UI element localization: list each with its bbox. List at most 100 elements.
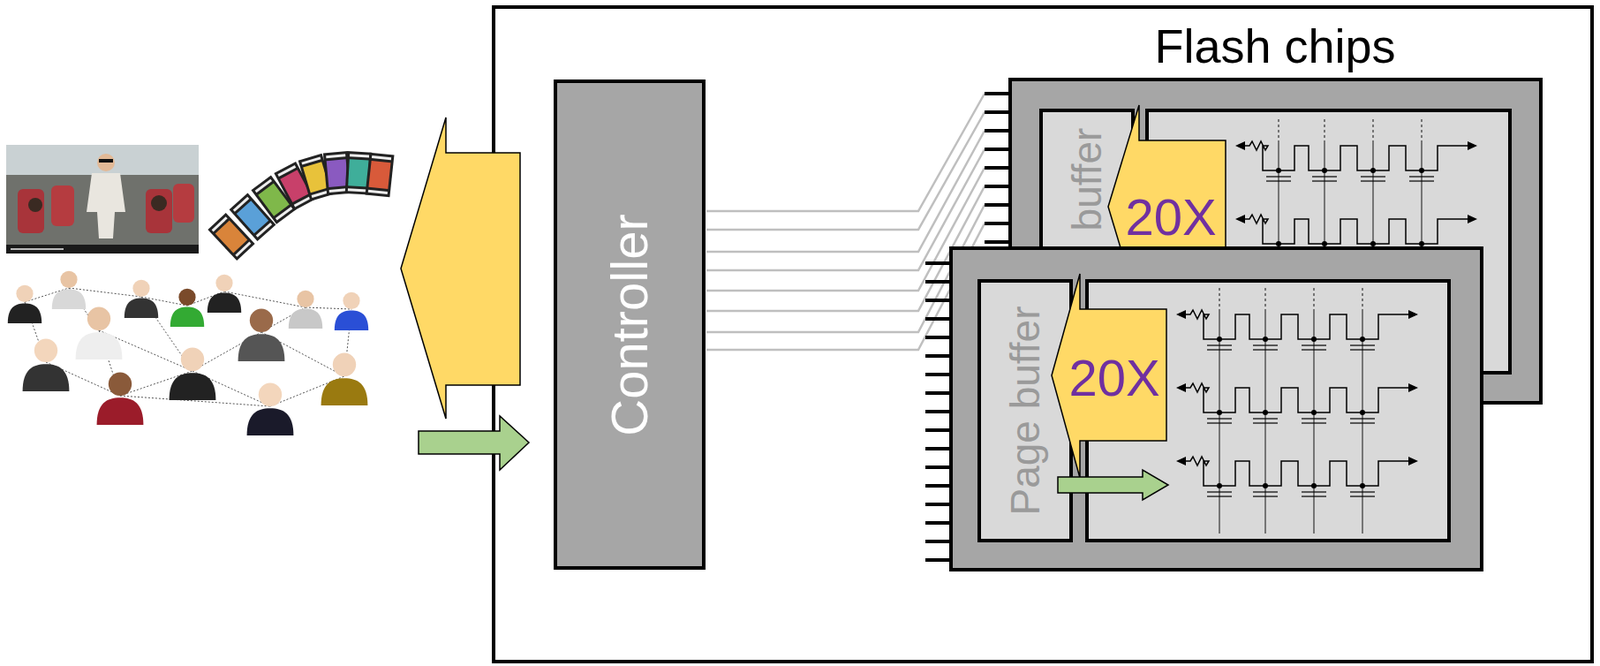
read-arrow bbox=[1051, 273, 1167, 478]
dancer-body bbox=[86, 173, 126, 239]
chip-pin bbox=[925, 428, 951, 432]
channel-wire bbox=[706, 186, 985, 311]
arrow-head bbox=[1467, 141, 1478, 151]
bit-line bbox=[1323, 119, 1325, 141]
person-icon bbox=[22, 339, 70, 392]
junction-dot bbox=[1311, 483, 1317, 489]
word-line bbox=[1235, 141, 1478, 182]
word-line bbox=[1176, 383, 1419, 423]
bit-line bbox=[1420, 119, 1422, 141]
chip-pin bbox=[984, 221, 1011, 226]
box-label: buffer bbox=[1064, 128, 1111, 232]
bus-seat bbox=[17, 188, 45, 234]
person-head bbox=[249, 309, 273, 333]
gate-line bbox=[1252, 417, 1278, 419]
person-icon bbox=[124, 279, 159, 318]
network-link bbox=[305, 307, 352, 310]
write-arrow bbox=[418, 415, 529, 470]
channel-wire bbox=[706, 130, 985, 252]
person-head bbox=[296, 290, 314, 308]
film-frame bbox=[365, 152, 395, 198]
junction-dot bbox=[1262, 336, 1268, 342]
person-head bbox=[215, 274, 233, 292]
person-body bbox=[321, 377, 369, 406]
chip-pin bbox=[925, 354, 951, 358]
person-icon bbox=[207, 274, 242, 313]
chip-pin bbox=[925, 558, 951, 562]
channel-wires bbox=[706, 93, 985, 350]
person-head bbox=[87, 307, 111, 331]
sprocket-holes bbox=[211, 216, 228, 232]
gate-line bbox=[1301, 417, 1327, 419]
chip-package bbox=[950, 248, 1482, 570]
sprocket-holes bbox=[233, 196, 250, 212]
chip-pin bbox=[925, 391, 951, 395]
bit-line bbox=[1218, 287, 1220, 310]
person-head bbox=[181, 347, 204, 371]
bus-window bbox=[6, 144, 199, 175]
person-head bbox=[15, 285, 33, 302]
junction-dot bbox=[1359, 409, 1366, 416]
channel-wire bbox=[706, 223, 985, 350]
gate-line bbox=[1207, 344, 1232, 346]
gate-line bbox=[1301, 422, 1327, 423]
person-body bbox=[288, 309, 323, 329]
person-icon bbox=[52, 271, 86, 310]
junction-dot bbox=[1321, 167, 1328, 174]
page-buffer-panel bbox=[979, 280, 1072, 541]
gate-line bbox=[1266, 180, 1291, 182]
arrow-head bbox=[1235, 214, 1246, 224]
video-progress bbox=[10, 248, 64, 250]
gate-line bbox=[1350, 417, 1375, 419]
arrow-head bbox=[1176, 456, 1186, 466]
bit-line bbox=[1218, 309, 1220, 534]
person-head bbox=[34, 339, 58, 363]
bit-line bbox=[1277, 119, 1279, 141]
chip-pin bbox=[984, 166, 1011, 170]
ratio-label: 20X bbox=[1068, 348, 1160, 408]
person-body bbox=[7, 303, 42, 324]
chip-pin bbox=[984, 128, 1011, 133]
person-icon bbox=[334, 292, 369, 331]
channel-wire bbox=[706, 93, 985, 212]
person-body bbox=[169, 372, 217, 400]
box-label: Page buffer bbox=[1002, 305, 1050, 515]
dancer-glasses bbox=[98, 158, 114, 163]
person-body bbox=[207, 293, 242, 313]
channel-wire bbox=[706, 149, 985, 271]
person-icon bbox=[75, 307, 123, 360]
video-frame bbox=[6, 144, 199, 254]
arrow-head bbox=[1408, 309, 1419, 319]
gate-line bbox=[1266, 175, 1291, 177]
gate-line bbox=[1252, 490, 1278, 492]
sprocket-holes bbox=[325, 153, 346, 159]
write-arrow bbox=[1057, 469, 1169, 500]
junction-dot bbox=[1311, 336, 1317, 342]
person-body bbox=[238, 333, 286, 362]
dancer-head bbox=[97, 153, 115, 172]
gate-line bbox=[1252, 495, 1278, 497]
word-line-wire bbox=[1244, 214, 1469, 244]
chip-pin bbox=[984, 110, 1011, 114]
gate-line bbox=[1350, 344, 1375, 346]
junction-dot bbox=[1216, 483, 1223, 489]
junction-dot bbox=[1418, 167, 1425, 174]
arrow-head bbox=[1176, 383, 1186, 393]
person-icon bbox=[238, 309, 286, 362]
person-icon bbox=[288, 290, 323, 329]
gate-line bbox=[1409, 175, 1434, 177]
word-line-wire bbox=[1184, 456, 1410, 486]
bit-line bbox=[1313, 287, 1314, 310]
sprocket-holes bbox=[234, 241, 251, 257]
sprocket-holes bbox=[368, 189, 388, 195]
gate-line bbox=[1360, 175, 1386, 177]
person-icon bbox=[169, 347, 217, 400]
chip-pin bbox=[984, 91, 1011, 96]
sprocket-holes bbox=[277, 165, 296, 177]
film-base bbox=[365, 152, 395, 198]
sprocket-holes bbox=[347, 188, 368, 192]
junction-dot bbox=[1216, 336, 1223, 342]
box-label: Controller bbox=[600, 213, 660, 436]
chip-pin bbox=[925, 465, 951, 469]
